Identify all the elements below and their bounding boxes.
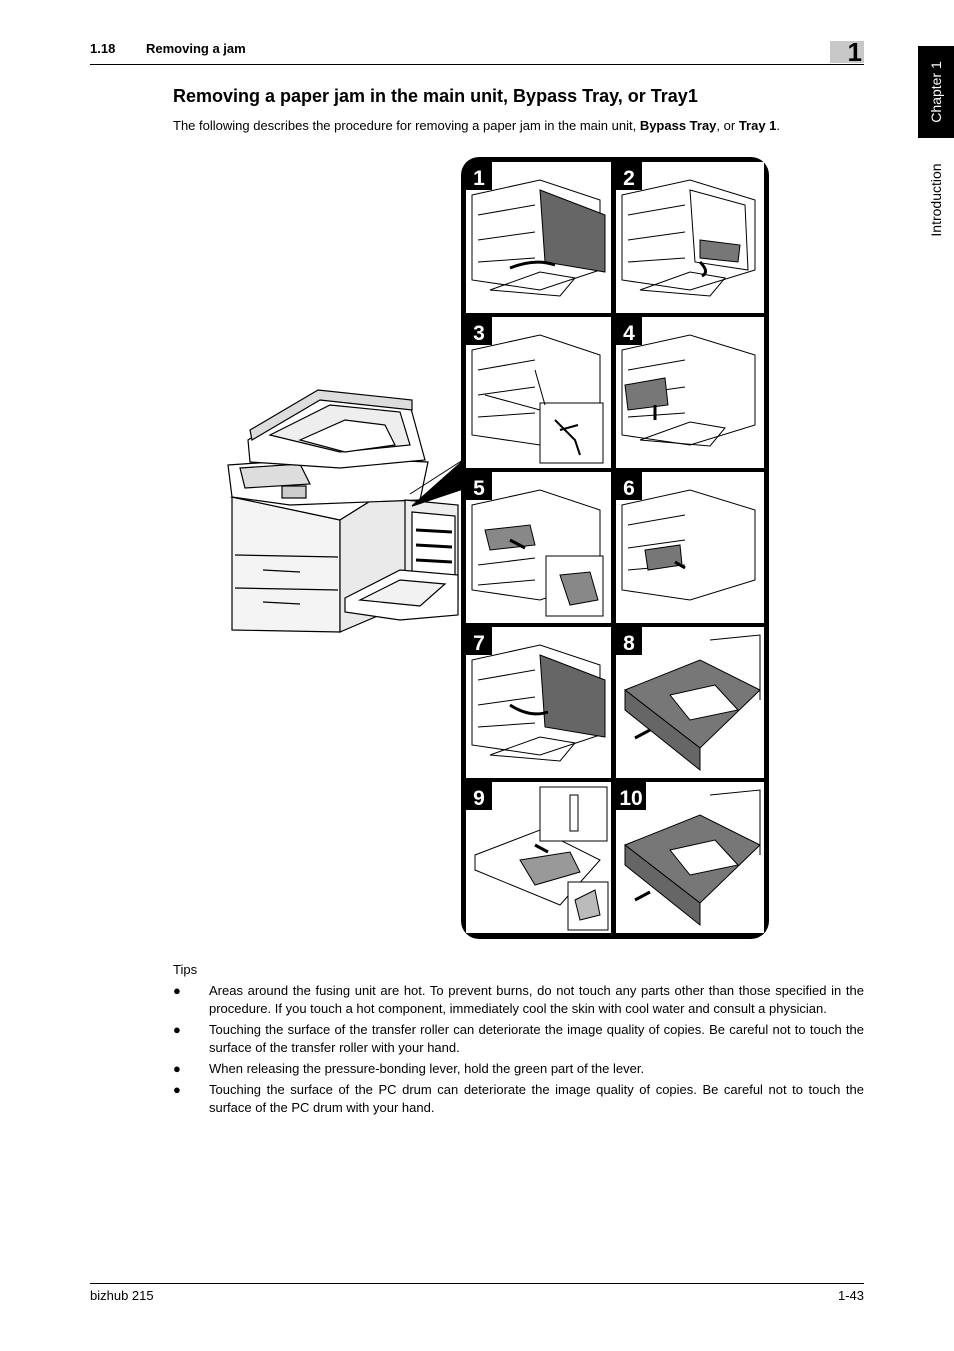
- running-header: 1.18 Removing a jam: [90, 41, 246, 56]
- tip-item: ● Areas around the fusing unit are hot. T…: [173, 982, 864, 1018]
- side-tab-chapter-label: Chapter 1: [928, 61, 944, 123]
- side-tab-section[interactable]: Introduction: [918, 145, 954, 255]
- step-8-label: 8: [623, 632, 635, 655]
- tip-item: ● Touching the surface of the transfer ro…: [173, 1021, 864, 1057]
- intro-bold-bypass-tray: Bypass Tray: [639, 118, 717, 133]
- step-5-label: 5: [473, 477, 485, 500]
- tip-item: ● Touching the surface of the PC drum can…: [173, 1081, 864, 1117]
- step-10-label: 10: [619, 787, 642, 810]
- step-2-label: 2: [623, 167, 635, 190]
- intro-text-2: , or: [716, 118, 739, 133]
- step-number-labels: 1 2 3 4 5 6 7 8 9 10: [466, 162, 646, 810]
- step-4-label: 4: [623, 322, 635, 345]
- chapter-number: 1: [847, 36, 862, 67]
- tip-text: Areas around the fusing unit are hot. To…: [209, 983, 864, 1016]
- header-rule: [90, 64, 864, 65]
- steps-frame: [461, 157, 769, 939]
- step-1-label: 1: [473, 167, 485, 190]
- footer-page-number: 1-43: [837, 1288, 864, 1303]
- bullet: ●: [173, 983, 181, 998]
- intro-text-3: .: [776, 118, 781, 133]
- tips-list: ● Areas around the fusing unit are hot. T…: [173, 982, 864, 1120]
- tips-label: Tips: [173, 962, 198, 977]
- section-number: 1.18: [90, 41, 116, 56]
- tip-text: Touching the surface of the transfer rol…: [209, 1022, 864, 1055]
- step-panels: [466, 162, 764, 933]
- side-tab-section-label: Introduction: [928, 163, 944, 237]
- panel-drawings: [471, 179, 761, 931]
- section-title: Removing a jam: [146, 41, 246, 56]
- intro-bold-tray1: Tray 1: [738, 118, 777, 133]
- machine-overview-drawing: [227, 389, 467, 633]
- step-7-label: 7: [473, 632, 485, 655]
- tip-item: ● When releasing the pressure-bonding lev…: [173, 1060, 864, 1078]
- tip-text: Touching the surface of the PC drum can …: [209, 1082, 864, 1115]
- page-title: Removing a paper jam in the main unit, B…: [173, 86, 698, 106]
- bullet: ●: [173, 1061, 181, 1076]
- intro-paragraph: The following describes the procedure fo…: [173, 118, 873, 133]
- intro-text-1: The following describes the procedure fo…: [173, 118, 640, 133]
- bullet: ●: [173, 1022, 181, 1037]
- bullet: ●: [173, 1082, 181, 1097]
- tip-text: When releasing the pressure-bonding leve…: [209, 1061, 645, 1076]
- step-3-label: 3: [473, 322, 485, 345]
- chapter-number-box: 1: [830, 37, 864, 67]
- footer-product: bizhub 215: [90, 1288, 154, 1303]
- side-tab-chapter[interactable]: Chapter 1: [918, 46, 954, 138]
- footer-rule: [90, 1283, 864, 1284]
- step-9-label: 9: [473, 787, 485, 810]
- step-6-label: 6: [623, 477, 635, 500]
